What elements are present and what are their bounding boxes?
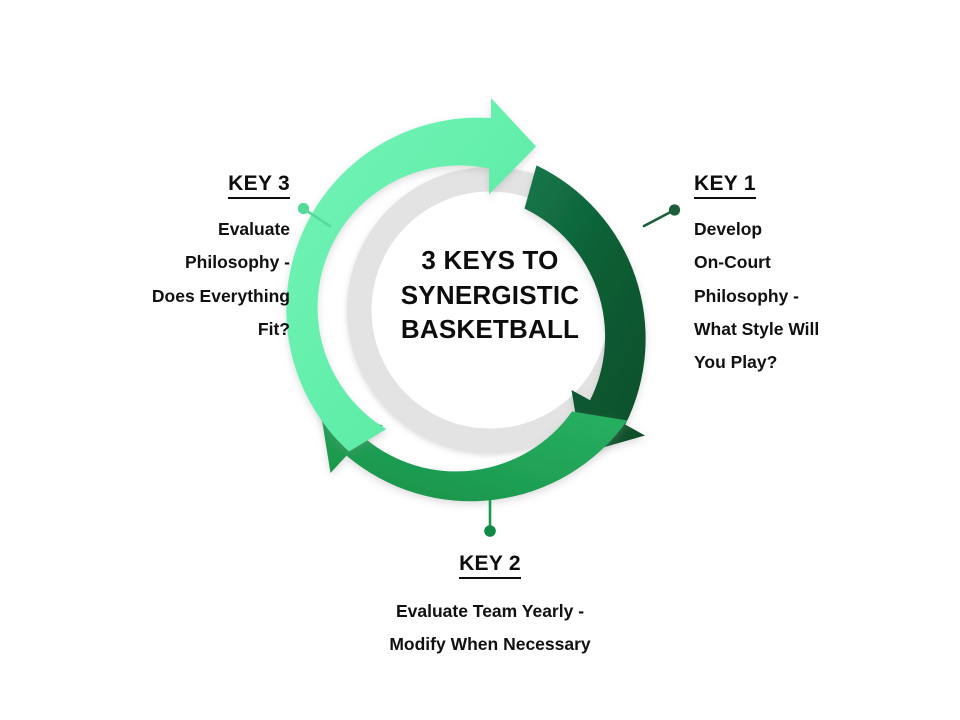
light-green-arrow-segment [286, 98, 536, 452]
key-1-title: KEY 1 [694, 172, 756, 200]
key-2-title-wrap: KEY 2 [315, 552, 665, 580]
key-1-body: Develop On-Court Philosophy - What Style… [694, 213, 946, 379]
key-1-body-line-4: What Style Will [694, 318, 820, 339]
key-1-title-wrap: KEY 1 [694, 172, 946, 200]
key-3-title-wrap: KEY 3 [40, 172, 290, 200]
key-3-block: KEY 3 Evaluate Philosophy - Does Everyth… [40, 172, 290, 346]
key-3-title: KEY 3 [228, 172, 290, 200]
center-title-line-2: SYNERGISTIC [400, 279, 580, 310]
key-3-body-line-4: Fit? [257, 318, 290, 339]
medium-green-arrow-segment [320, 408, 628, 502]
key-2-body-line-2: Modify When Necessary [389, 633, 591, 654]
key-3-body-line-1: Evaluate [218, 219, 290, 240]
key-1-body-line-1: Develop [694, 219, 763, 240]
key-3-body: Evaluate Philosophy - Does Everything Fi… [40, 213, 290, 346]
connector-key-1 [642, 204, 681, 228]
inner-white-disc [371, 191, 609, 429]
connector-key-2 [484, 499, 496, 537]
key-1-body-line-2: On-Court [694, 252, 771, 273]
key-2-body: Evaluate Team Yearly - Modify When Neces… [315, 595, 665, 660]
key-2-title: KEY 2 [459, 552, 521, 580]
center-title-line-3: BASKETBALL [400, 314, 580, 345]
dark-green-arrow-segment [524, 165, 646, 454]
center-title: 3 KEYS TO SYNERGISTIC BASKETBALL [370, 243, 610, 347]
key-2-block: KEY 2 Evaluate Team Yearly - Modify When… [315, 552, 665, 660]
key-2-body-line-1: Evaluate Team Yearly - [395, 601, 585, 622]
connector-key-3 [297, 202, 332, 228]
center-title-line-1: 3 KEYS TO [421, 245, 559, 275]
key-1-block: KEY 1 Develop On-Court Philosophy - What… [694, 172, 946, 379]
key-1-body-line-3: Philosophy - [694, 285, 799, 306]
key-3-body-line-3: Does Everything [151, 285, 290, 306]
key-3-body-line-2: Philosophy - [185, 252, 290, 273]
key-1-body-line-5: You Play? [694, 352, 778, 373]
